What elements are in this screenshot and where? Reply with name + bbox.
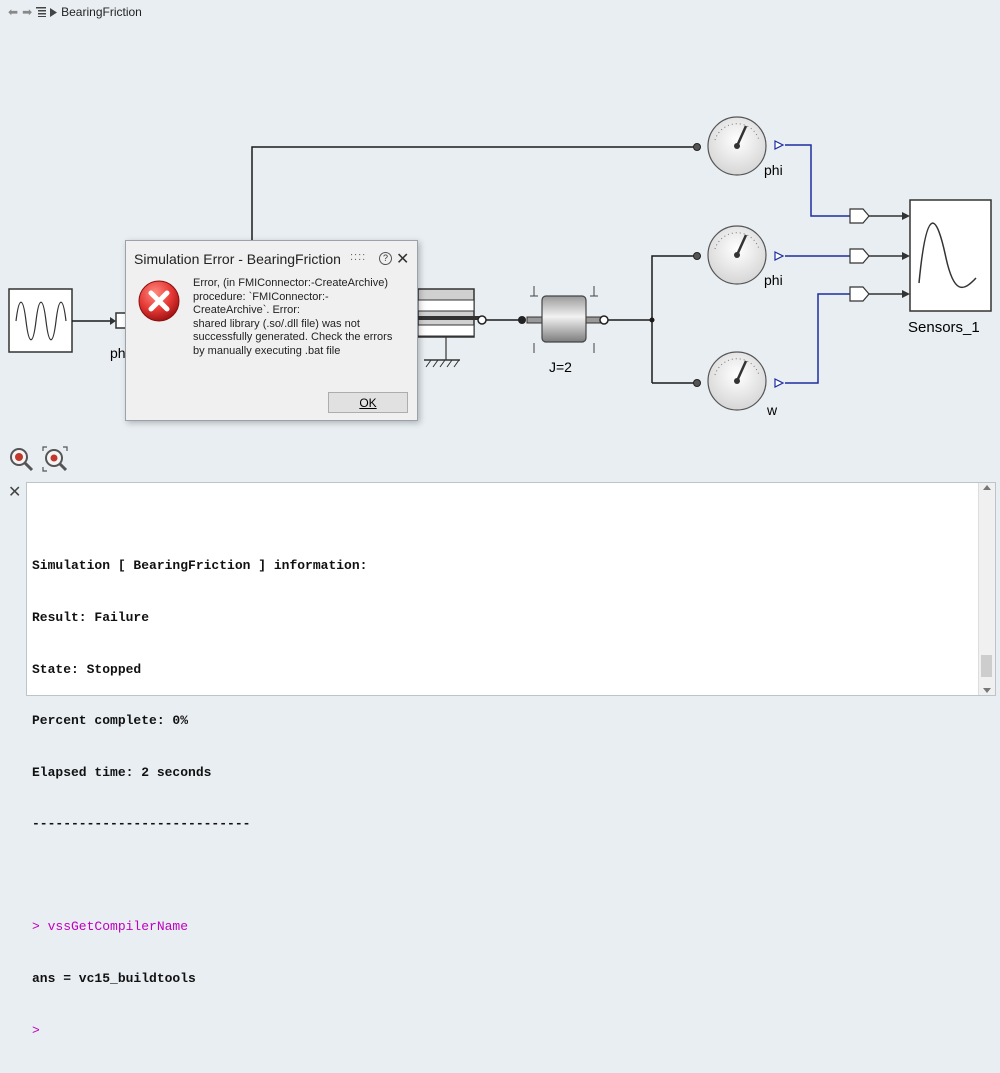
breadcrumb-title[interactable]: BearingFriction [61,5,142,19]
scroll-thumb[interactable] [981,655,992,677]
ok-button-label: OK [359,396,377,410]
sensor-bottom-label: w [766,402,778,418]
gauge-sensor-icon[interactable] [693,351,785,411]
console-line: Simulation [ BearingFriction ] informati… [32,558,368,574]
inertia-label: J=2 [549,359,572,375]
arrow-right-icon[interactable]: ➡ [22,5,33,19]
scroll-down-arrow-icon[interactable] [983,688,991,693]
converter-icon[interactable] [849,208,870,302]
scope-input-arrows [902,212,910,298]
sensor-mid-label: phi [764,272,783,288]
dialog-grip-icon[interactable]: :::: [350,251,367,263]
console-output: Simulation [ BearingFriction ] informati… [32,523,367,1073]
console-panel[interactable]: Simulation [ BearingFriction ] informati… [26,482,996,1038]
console-line: Percent complete: 0% [32,713,189,729]
console-line: Elapsed time: 2 seconds [32,764,212,780]
console-line: ---------------------------- [32,816,251,832]
zoom-magnifier-icon[interactable] [8,446,34,472]
sensors-block-label: Sensors_1 [908,319,980,336]
scroll-up-arrow-icon[interactable] [983,485,991,490]
console-command: > vssGetCompilerName [32,919,189,935]
console-line: State: Stopped [32,661,142,677]
triangle-right-icon [50,7,58,17]
zoom-fit-icon[interactable] [42,446,68,472]
console-result: ans = vc15_buildtools [32,971,196,987]
source-port-label: ph [110,345,126,361]
simulation-error-dialog: Simulation Error - BearingFriction :::: … [125,240,418,421]
wire-junction [649,317,655,323]
console-prompt[interactable]: > [32,1022,40,1038]
sensor-top-label: phi [764,162,783,178]
model-diagram[interactable]: ph J=2 phi [0,0,1000,445]
console-close-button[interactable]: ✕ [8,484,22,501]
gauge-sensor-icon[interactable] [693,116,785,176]
converter-output-wires [869,215,902,295]
flange-wires [251,146,697,384]
inertia-icon[interactable] [518,286,609,353]
breadcrumb: ⬅ ➡ BearingFriction [8,4,142,20]
hierarchy-list-icon[interactable] [36,7,47,17]
console-line: Result: Failure [32,610,150,626]
ok-button[interactable]: OK [328,392,408,413]
bearing-friction-icon[interactable] [417,288,487,368]
zoom-toolbar [8,446,68,472]
error-icon [138,280,180,322]
dialog-message: Error, (in FMIConnector:-CreateArchive) … [193,277,393,357]
sine-source-icon[interactable] [8,288,73,353]
sine-plot-icon[interactable] [909,199,992,312]
help-icon[interactable]: ? [379,252,392,265]
gauge-sensor-icon[interactable] [693,225,785,285]
arrow-left-icon[interactable]: ⬅ [8,5,19,19]
dialog-close-button[interactable]: ✕ [396,251,410,268]
signal-wires [785,144,850,384]
console-scrollbar[interactable] [978,483,995,695]
dialog-title: Simulation Error - BearingFriction [134,251,341,267]
